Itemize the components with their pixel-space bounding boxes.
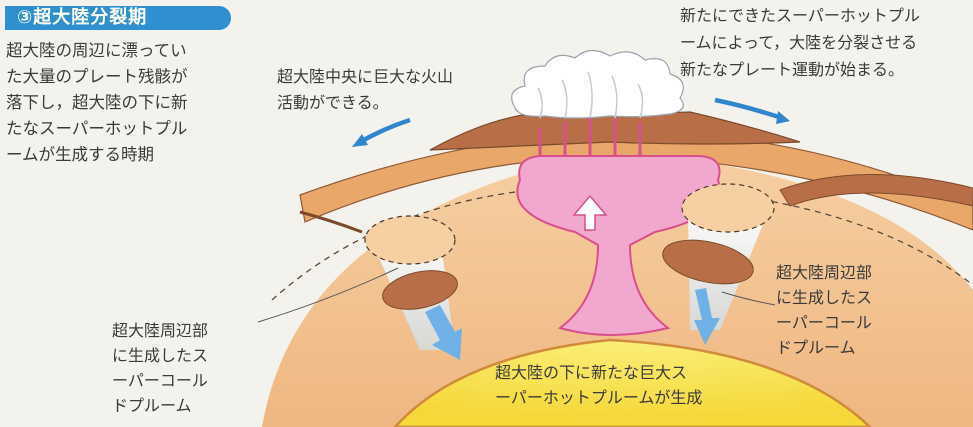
hot-plume-label: 超大陸の下に新たな巨大ス ーパーホットプルームが生成 (495, 360, 702, 410)
phase-title: ③超大陸分裂期 (5, 6, 231, 30)
plate-motion-arrowhead-right (776, 111, 790, 124)
volcanic-activity-label: 超大陸中央に巨大な火山 活動ができる。 (277, 64, 453, 116)
plate-motion-label: 新たにできたスーパーホットプル ームによって，大陸を分裂させる 新たなプレート運… (680, 2, 920, 83)
plate-remnant-left (300, 212, 362, 232)
phase-description: 超大陸の周辺に漂ってい た大量のプレート残骸が 落下し，超大陸の下に新 たなスー… (6, 38, 232, 168)
plate-motion-arrow-right (715, 100, 782, 118)
volcanic-eruption-cloud (512, 50, 684, 118)
plate-motion-arrow-left (360, 120, 410, 142)
cold-plume-right-label: 超大陸周辺部 に生成したス ーパーコール ドプルーム (776, 260, 872, 360)
cold-plume-left-label: 超大陸周辺部 に生成したス ーパーコール ドプルーム (112, 318, 208, 418)
